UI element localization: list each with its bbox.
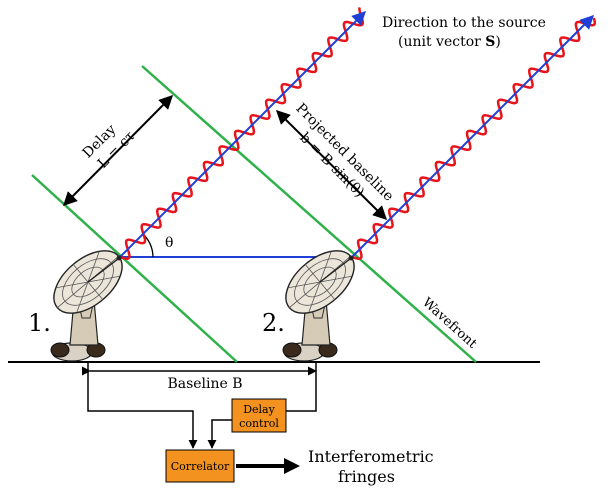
output-label-line1: Interferometric: [308, 447, 434, 466]
output-arrow-head: [284, 458, 300, 474]
ray-antenna-2: [351, 15, 594, 258]
correlator-box: [165, 449, 235, 483]
delay-control-line2: control: [239, 417, 279, 430]
baseline-label: Baseline B: [167, 376, 242, 392]
projected-baseline-arrow: [276, 110, 387, 220]
wire-antenna-2: [286, 362, 317, 412]
wave-ray-2: [351, 17, 597, 260]
delay-control-line1: Delay: [243, 403, 275, 416]
wire-antenna-1: [87, 362, 198, 449]
theta-label: θ: [165, 235, 173, 251]
delay-control-box: [231, 398, 287, 433]
wire-delay-to-correlator: [207, 419, 232, 449]
delay-arrow: [63, 95, 173, 206]
antenna-1-icon: [50, 250, 123, 362]
wavefront-line-1: [31, 174, 238, 363]
wavefront-label: Wavefront: [419, 295, 480, 352]
output-label-line2: fringes: [338, 467, 395, 486]
source-direction-line1: Direction to the source: [382, 15, 546, 31]
wave-ray-1: [119, 6, 365, 260]
ray-antenna-1: [119, 11, 366, 258]
antenna-2-icon: [282, 250, 355, 362]
source-direction-line2: (unit vector S): [398, 34, 501, 50]
antenna-2-label: 2.: [262, 309, 285, 337]
correlator-label: Correlator: [171, 460, 230, 473]
antenna-1-label: 1.: [28, 309, 51, 337]
